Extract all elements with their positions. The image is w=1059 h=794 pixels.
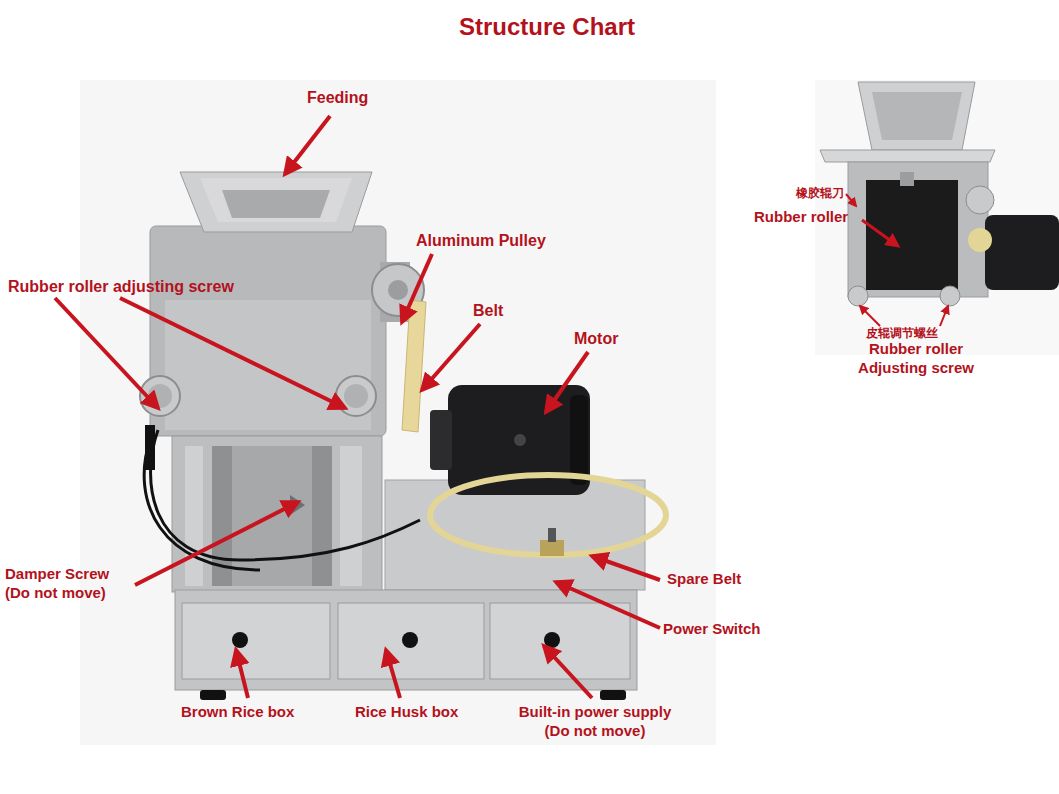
part-label: Power Switch — [663, 620, 783, 639]
part-label: Rubber roller Adjusting screw — [846, 340, 986, 378]
photo-background — [80, 80, 716, 745]
inset-illustration — [815, 80, 1059, 355]
chinese-label: 皮辊调节螺丝 — [866, 326, 966, 341]
part-label: Belt — [473, 301, 533, 321]
warning-label: Damper Screw (Do not move) — [5, 565, 130, 603]
husker-machine — [140, 172, 666, 700]
part-label: Feeding — [307, 88, 407, 108]
part-label: Spare Belt — [667, 570, 767, 589]
chinese-label: 橡胶辊刀 — [796, 186, 866, 201]
part-label: Aluminum Pulley — [416, 231, 566, 251]
leader-arrows — [55, 116, 948, 698]
part-label: Rubber roller — [754, 208, 874, 227]
chart-title: Structure Chart — [347, 12, 747, 42]
part-label: Rubber roller adjusting screw — [8, 277, 268, 297]
warning-label: Built-in power supply (Do not move) — [505, 703, 685, 741]
part-label: Motor — [574, 329, 644, 349]
part-label: Brown Rice box — [181, 703, 321, 722]
part-label: Rice Husk box — [355, 703, 485, 722]
